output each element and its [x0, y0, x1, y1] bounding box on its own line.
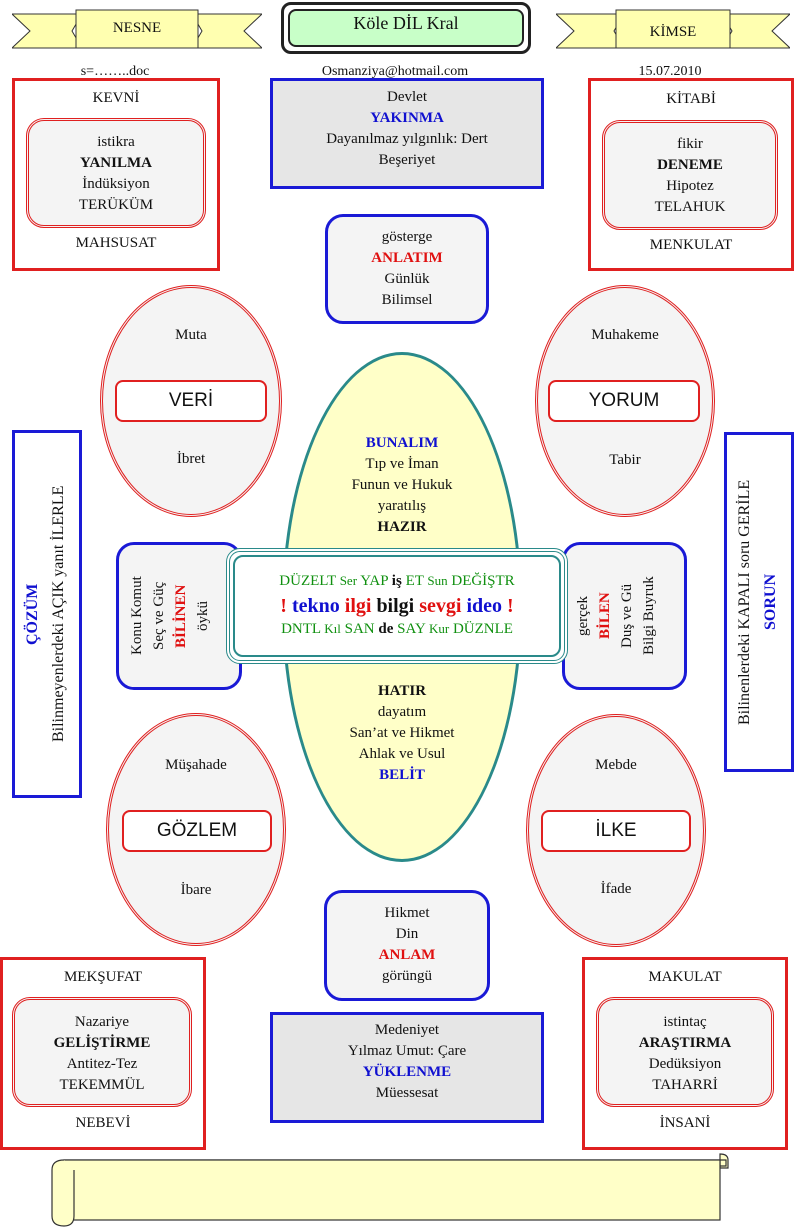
- bottom-left-footer: NEBEVİ: [75, 1115, 131, 1131]
- right-mid-content: gerçek BİLEN Duş ve Gü Bilgi Buyruk: [575, 576, 657, 656]
- date: 15.07.2010: [638, 64, 702, 79]
- bottom-scroll-banner: [51, 1153, 729, 1227]
- oval-upper-left-center: VERİ: [115, 380, 267, 422]
- oval-upper-right-top: Muhakeme: [591, 327, 659, 343]
- top-left-content: istikra YANILMA İndüksiyon TERÜKÜM: [78, 134, 154, 213]
- left-side-box: [12, 430, 82, 798]
- center-line-3: DNTL Kıl SAN de SAY Kur DÜZNLE: [281, 621, 513, 637]
- upper-mid-box: [325, 214, 489, 324]
- bottom-right-heading: MAKULAT: [648, 969, 722, 985]
- top-right-content: fikir DENEME Hipotez TELAHUK: [654, 136, 726, 215]
- bottom-left-content: Nazariye GELİŞTİRME Antitez-Tez TEKEMMÜL: [53, 1014, 151, 1093]
- left-side-text: ÇÖZÜM Bilinmeyenlerdeki AÇIK yanıt İLERL…: [24, 485, 67, 743]
- oval-upper-right-center: YORUM: [548, 380, 700, 422]
- bottom-right-inner-box: [596, 997, 774, 1107]
- top-right-outer-box: [588, 78, 794, 271]
- bottom-left-inner-box: [12, 997, 192, 1107]
- bottom-right-content: istintaç ARAŞTIRMA Dedüksiyon TAHARRİ: [638, 1014, 732, 1093]
- top-left-heading: KEVNİ: [92, 90, 140, 106]
- top-center-content: Devlet YAKINMA Dayanılmaz yılgınlık: Der…: [326, 89, 488, 168]
- right-side-text: Bilinenlerdeki KAPALI soru GERİLE SORUN: [736, 479, 779, 725]
- lower-mid-box: [324, 890, 490, 1001]
- right-side-box: [724, 432, 794, 772]
- right-mid-box: [562, 542, 687, 690]
- email: Osmanziya@hotmail.com: [321, 64, 469, 79]
- oval-upper-left-bottom: İbret: [176, 451, 206, 467]
- oval-lower-right-center: İLKE: [541, 810, 691, 852]
- big-oval-bottom-content: HATIR dayatım San’at ve Hikmet Ahlak ve …: [349, 683, 455, 783]
- left-mid-content: Konu Komut Seç ve Güç BİLİNEN öykü: [129, 576, 211, 656]
- top-left-outer-box: [12, 78, 220, 271]
- oval-lower-left-bottom: İbare: [180, 882, 212, 898]
- lower-mid-content: Hikmet Din ANLAM görüngü: [378, 905, 436, 984]
- file-name: s=……..doc: [80, 64, 150, 79]
- oval-lower-right-bottom: İfade: [600, 881, 632, 897]
- right-banner-label: KİMSE: [649, 24, 697, 40]
- bottom-center-content: Medeniyet Yılmaz Umut: Çare YÜKLENME Müe…: [347, 1022, 467, 1101]
- center-box: [226, 548, 568, 664]
- top-left-footer: MAHSUSAT: [75, 235, 157, 251]
- left-banner-shape: [12, 9, 262, 49]
- top-left-inner-box: [26, 118, 206, 228]
- top-right-heading: KİTABİ: [666, 91, 716, 107]
- page-title: Köle DİL Kral: [353, 13, 459, 33]
- bottom-left-outer-box: [0, 957, 206, 1150]
- top-right-inner-box: [602, 120, 778, 230]
- center-line-1: DÜZELT Ser YAP iş ET Sun DEĞİŞTR: [279, 573, 515, 589]
- left-banner-label: NESNE: [112, 20, 162, 36]
- bottom-right-footer: İNSANİ: [659, 1115, 711, 1131]
- oval-lower-right-top: Mebde: [595, 757, 637, 773]
- big-oval-top-content: BUNALIM Tıp ve İman Funun ve Hukuk yarat…: [351, 435, 453, 535]
- oval-upper-right-bottom: Tabir: [609, 452, 641, 468]
- oval-upper-left-top: Muta: [175, 327, 207, 343]
- center-line-2: ! tekno ilgi bilgi sevgi ideo !: [280, 595, 514, 617]
- title-box: [281, 2, 531, 54]
- left-mid-box: [116, 542, 242, 690]
- top-center-box: [270, 78, 544, 189]
- oval-lower-left-center: GÖZLEM: [122, 810, 272, 852]
- right-banner-shape: [556, 9, 790, 49]
- bottom-left-heading: MEKŞUFAT: [63, 969, 143, 985]
- bottom-center-box: [270, 1012, 544, 1123]
- upper-mid-content: gösterge ANLATIM Günlük Bilimsel: [371, 229, 443, 308]
- top-right-footer: MENKULAT: [649, 237, 733, 253]
- oval-lower-left-top: Müşahade: [165, 757, 227, 773]
- bottom-right-outer-box: [582, 957, 788, 1150]
